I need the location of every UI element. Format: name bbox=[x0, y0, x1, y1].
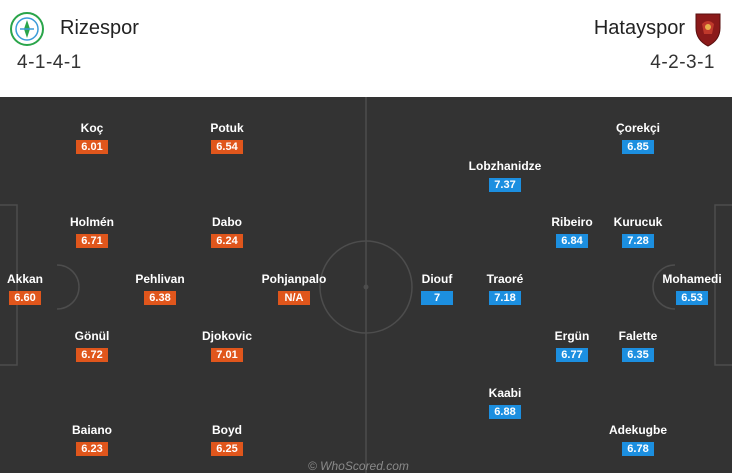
away-team-name[interactable]: Hatayspor bbox=[593, 17, 685, 39]
home-player-koc[interactable]: Koç 6.01 bbox=[47, 121, 137, 155]
player-name: Adekugbe bbox=[608, 423, 667, 437]
player-rating: 6.53 bbox=[676, 291, 708, 305]
player-name: Potuk bbox=[210, 121, 244, 135]
player-name: Boyd bbox=[212, 423, 242, 437]
player-name: Ergün bbox=[554, 329, 590, 343]
away-formation: 4-2-3-1 bbox=[650, 52, 715, 73]
away-player-ribeiro[interactable]: Ribeiro 6.84 bbox=[527, 215, 617, 249]
player-name: Mohamedi bbox=[662, 272, 722, 286]
away-player-kurucuk[interactable]: Kurucuk 7.28 bbox=[593, 215, 683, 249]
player-rating: 6.35 bbox=[622, 348, 654, 362]
home-player-holmen[interactable]: Holmén 6.71 bbox=[47, 215, 137, 249]
player-rating: 6.84 bbox=[556, 234, 588, 248]
player-name: Pehlivan bbox=[135, 272, 185, 286]
player-name: Diouf bbox=[421, 272, 453, 286]
player-rating: 6.25 bbox=[211, 442, 243, 456]
player-rating: 6.23 bbox=[76, 442, 108, 456]
away-player-diouf[interactable]: Diouf 7 bbox=[392, 272, 482, 306]
away-player-corekci[interactable]: Çorekçi 6.85 bbox=[593, 121, 683, 155]
home-player-djokovic[interactable]: Djokovic 7.01 bbox=[182, 329, 272, 363]
player-rating: 6.85 bbox=[622, 140, 654, 154]
away-player-adekugbe[interactable]: Adekugbe 6.78 bbox=[593, 423, 683, 457]
player-rating: 6.88 bbox=[489, 405, 521, 419]
home-team-name[interactable]: Rizespor bbox=[60, 17, 139, 39]
player-name: Gönül bbox=[74, 329, 110, 343]
player-rating: 7.18 bbox=[489, 291, 521, 305]
home-player-potuk[interactable]: Potuk 6.54 bbox=[182, 121, 272, 155]
player-name: Kaabi bbox=[488, 386, 522, 400]
player-rating: 6.60 bbox=[9, 291, 41, 305]
match-header: Rizespor 4-1-4-1 Hatayspor 4-2-3-1 bbox=[0, 0, 732, 97]
away-player-ergun[interactable]: Ergün 6.77 bbox=[527, 329, 617, 363]
home-player-boyd[interactable]: Boyd 6.25 bbox=[182, 423, 272, 457]
away-player-kaabi[interactable]: Kaabi 6.88 bbox=[460, 386, 550, 420]
player-name: Lobzhanidze bbox=[468, 159, 542, 173]
player-name: Ribeiro bbox=[551, 215, 593, 229]
player-name: Çorekçi bbox=[615, 121, 661, 135]
home-player-akkan[interactable]: Akkan 6.60 bbox=[0, 272, 70, 306]
player-rating: 6.01 bbox=[76, 140, 108, 154]
away-player-falette[interactable]: Falette 6.35 bbox=[593, 329, 683, 363]
player-name: Dabo bbox=[212, 215, 242, 229]
player-rating: 6.71 bbox=[76, 234, 108, 248]
player-rating: 6.77 bbox=[556, 348, 588, 362]
player-name: Koç bbox=[80, 121, 104, 135]
home-player-baiano[interactable]: Baiano 6.23 bbox=[47, 423, 137, 457]
away-player-mohamedi[interactable]: Mohamedi 6.53 bbox=[647, 272, 732, 306]
player-name: Baiano bbox=[71, 423, 112, 437]
home-player-gonul[interactable]: Gönül 6.72 bbox=[47, 329, 137, 363]
home-player-dabo[interactable]: Dabo 6.24 bbox=[182, 215, 272, 249]
pitch-markings bbox=[0, 97, 732, 473]
rizespor-crest-icon bbox=[10, 12, 44, 46]
hatayspor-crest-icon bbox=[695, 13, 721, 47]
away-player-traore[interactable]: Traoré 7.18 bbox=[460, 272, 550, 306]
player-name: Pohjanpalo bbox=[261, 272, 327, 286]
home-player-pehlivan[interactable]: Pehlivan 6.38 bbox=[115, 272, 205, 306]
player-rating: 6.78 bbox=[622, 442, 654, 456]
player-name: Traoré bbox=[486, 272, 524, 286]
pitch: Koç 6.01 Potuk 6.54 Holmén 6.71 Dabo 6.2… bbox=[0, 97, 732, 473]
player-rating: 7 bbox=[421, 291, 453, 305]
home-player-pohjanpalo[interactable]: Pohjanpalo N/A bbox=[249, 272, 339, 306]
player-rating: 7.37 bbox=[489, 178, 521, 192]
player-name: Kurucuk bbox=[613, 215, 663, 229]
player-name: Holmén bbox=[69, 215, 114, 229]
player-name: Falette bbox=[618, 329, 658, 343]
watermark: © WhoScored.com bbox=[308, 459, 409, 473]
player-name: Akkan bbox=[6, 272, 44, 286]
home-formation: 4-1-4-1 bbox=[17, 52, 82, 73]
player-rating: 6.54 bbox=[211, 140, 243, 154]
player-rating: 7.28 bbox=[622, 234, 654, 248]
player-rating: 6.38 bbox=[144, 291, 176, 305]
away-player-lobzhanidze[interactable]: Lobzhanidze 7.37 bbox=[460, 159, 550, 193]
player-rating: N/A bbox=[278, 291, 310, 305]
player-name: Djokovic bbox=[201, 329, 252, 343]
player-rating: 6.24 bbox=[211, 234, 243, 248]
player-rating: 7.01 bbox=[211, 348, 243, 362]
player-rating: 6.72 bbox=[76, 348, 108, 362]
